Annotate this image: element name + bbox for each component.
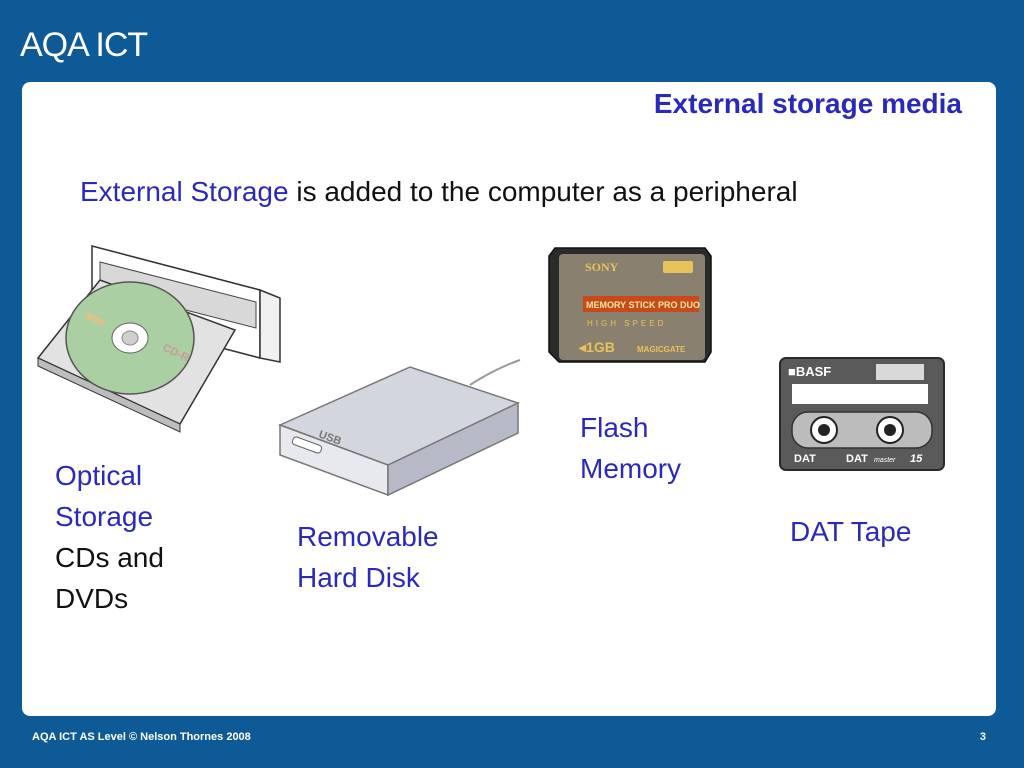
flash-line2: Memory	[580, 453, 682, 484]
usb-hard-disk-illustration: USB	[278, 359, 521, 497]
footer-text: AQA ICT AS Level © Nelson Thornes 2008	[32, 731, 251, 743]
memory-stick-illustration: SONY MEMORY STICK PRO DUO HIGH SPEED ◂1G…	[548, 247, 712, 363]
hdd-line2: Hard Disk	[297, 562, 420, 593]
dat-text-2: DAT	[846, 453, 868, 465]
dat-text-1: DAT	[794, 453, 816, 465]
optical-line1: Optical	[55, 460, 143, 491]
dat-master: master	[874, 457, 896, 464]
flash-line1: Flash	[580, 412, 649, 443]
flash-product: MEMORY STICK PRO DUO	[586, 300, 700, 310]
optical-storage-label: Optical Storage CDs and DVDs	[55, 455, 164, 619]
flash-capacity: ◂1GB	[578, 339, 615, 355]
dat-number: 15	[910, 453, 923, 465]
logo: AQA ICT	[20, 26, 148, 64]
flash-magicgate: MAGICGATE	[637, 345, 686, 354]
dat-tape-label: DAT Tape	[790, 516, 912, 547]
page-number: 3	[979, 731, 986, 743]
slide-subtitle: External Storage is added to the compute…	[80, 176, 798, 208]
subtitle-highlight: External Storage	[80, 176, 289, 207]
removable-hard-disk-label: Removable Hard Disk	[297, 516, 439, 598]
optical-line2: Storage	[55, 501, 154, 532]
flash-memory-label: Flash Memory	[580, 407, 681, 489]
optical-line3: CDs and	[55, 542, 164, 573]
slide-title: External storage media	[653, 88, 962, 119]
dat-tape-illustration: ■BASF DAT DAT master 15	[779, 357, 945, 471]
flash-speed: HIGH SPEED	[587, 319, 666, 328]
hdd-line1: Removable	[297, 521, 439, 552]
subtitle-rest: is added to the computer as a peripheral	[288, 176, 798, 207]
flash-brand: SONY	[585, 260, 619, 274]
optical-line4: DVDs	[55, 583, 129, 614]
optical-drive-illustration: CD-R	[36, 245, 281, 433]
dat-brand: ■BASF	[788, 364, 831, 379]
